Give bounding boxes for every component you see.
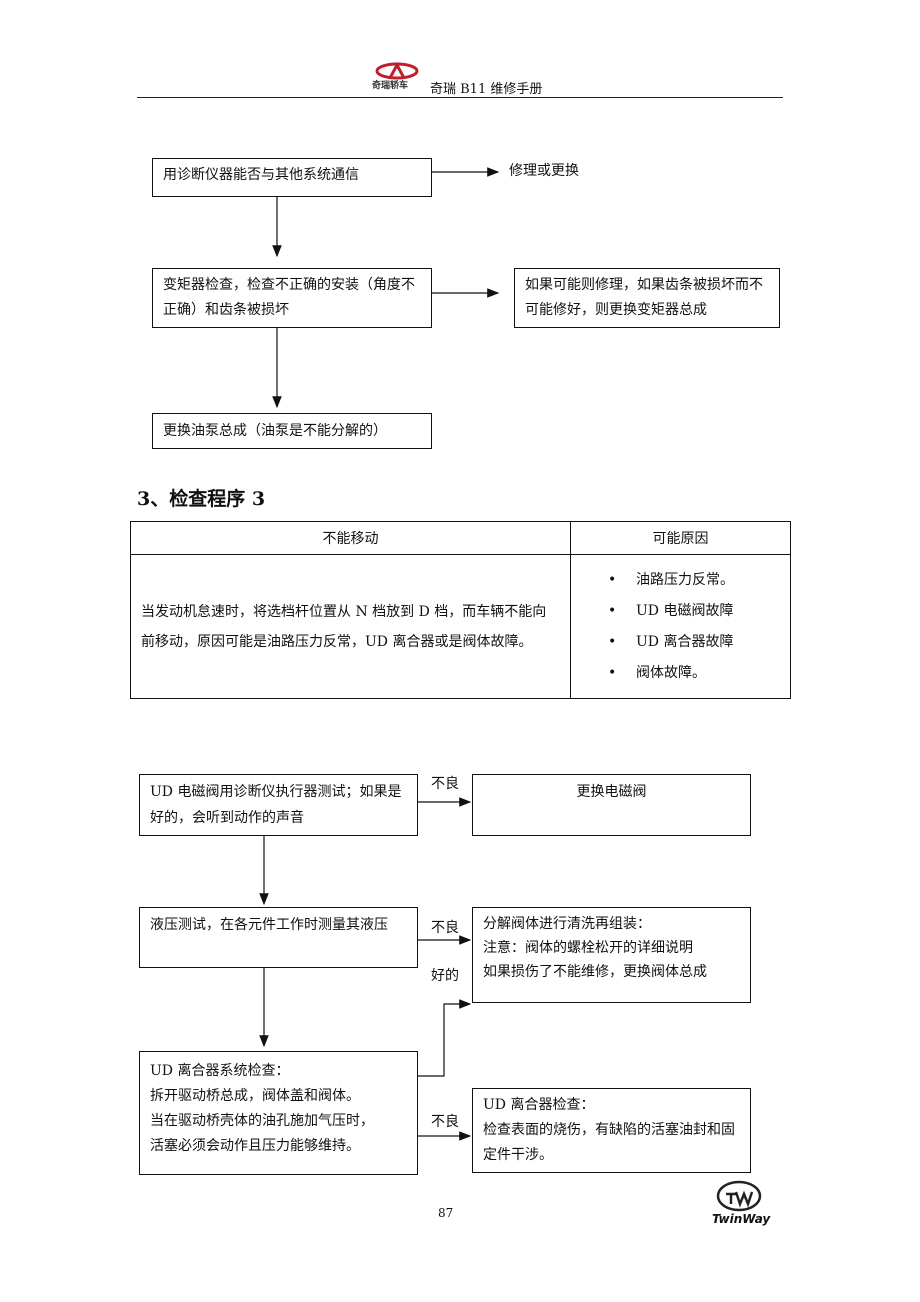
flow2-step1-box: UD 电磁阀用诊断仪执行器测试；如果是好的，会听到动作的声音 (139, 774, 418, 836)
flow2-step1-bad-result-box: 更换电磁阀 (472, 774, 751, 836)
cause-item: UD 离合器故障 (572, 627, 789, 658)
flow2-step2-good-label: 好的 (431, 968, 459, 984)
result-line: 如果损伤了不能维修，更换阀体总成 (483, 964, 707, 980)
flow2-step2-box: 液压测试，在各元件工作时测量其液压 (139, 907, 418, 968)
flow2-step1-bad-label: 不良 (431, 776, 459, 792)
flow1-step1-box: 用诊断仪器能否与其他系统通信 (152, 158, 432, 197)
table-header-symptom: 不能移动 (130, 521, 571, 555)
table-header-causes: 可能原因 (570, 521, 791, 555)
flow2-step3-bad-result-box: UD 离合器检查： 检查表面的烧伤，有缺陷的活塞油封和固定件干涉。 (472, 1088, 751, 1173)
cause-item: UD 电磁阀故障 (572, 596, 789, 627)
chery-logo (375, 62, 419, 80)
flow1-step2-box: 变矩器检查，检查不正确的安装（角度不正确）和齿条被损坏 (152, 268, 432, 328)
cause-item: 阀体故障。 (572, 658, 789, 689)
step3-line: 活塞必须会动作且压力能够维持。 (150, 1138, 360, 1154)
result-line: UD 离合器检查： (483, 1097, 595, 1113)
step3-line: 拆开驱动桥总成，阀体盖和阀体。 (150, 1088, 360, 1104)
result-line: 注意：阀体的螺栓松开的详细说明 (483, 940, 693, 956)
twinway-logo-icon (716, 1180, 762, 1212)
result-line: 检查表面的烧伤，有缺陷的活塞油封和固定件干涉。 (483, 1122, 735, 1163)
header-title: 奇瑞 B11 维修手册 (430, 82, 543, 97)
fault-table: 不能移动 可能原因 当发动机怠速时，将选档杆位置从 N 档放到 D 档，而车辆不… (130, 521, 791, 699)
flow1-step3-box: 更换油泵总成（油泵是不能分解的） (152, 413, 432, 449)
table-description: 当发动机怠速时，将选档杆位置从 N 档放到 D 档，而车辆不能向前移动，原因可能… (130, 554, 571, 699)
logo-text: 奇瑞轿车 (372, 81, 409, 91)
flow1-step1-result: 修理或更换 (509, 163, 579, 179)
flow1-step2-result-box: 如果可能则修理，如果齿条被损坏而不可能修好，则更换变矩器总成 (514, 268, 780, 328)
section-heading: 3、检查程序 3 (137, 488, 266, 510)
step3-line: 当在驱动桥壳体的油孔施加气压时， (150, 1113, 374, 1129)
header-rule (137, 97, 783, 98)
cause-item: 油路压力反常。 (572, 565, 789, 596)
cause-list: 油路压力反常。 UD 电磁阀故障 UD 离合器故障 阀体故障。 (572, 565, 789, 689)
twinway-brand: TwinWay (712, 1212, 771, 1226)
flow2-step3-bad-label: 不良 (431, 1114, 459, 1130)
step3-line: UD 离合器系统检查： (150, 1063, 290, 1079)
page-number: 87 (438, 1206, 454, 1220)
flow2-step2-bad-label: 不良 (431, 920, 459, 936)
flow2-step2-bad-result-box: 分解阀体进行清洗再组装： 注意：阀体的螺栓松开的详细说明 如果损伤了不能维修，更… (472, 907, 751, 1003)
flow2-step3-box: UD 离合器系统检查： 拆开驱动桥总成，阀体盖和阀体。 当在驱动桥壳体的油孔施加… (139, 1051, 418, 1175)
result-line: 分解阀体进行清洗再组装： (483, 916, 651, 932)
